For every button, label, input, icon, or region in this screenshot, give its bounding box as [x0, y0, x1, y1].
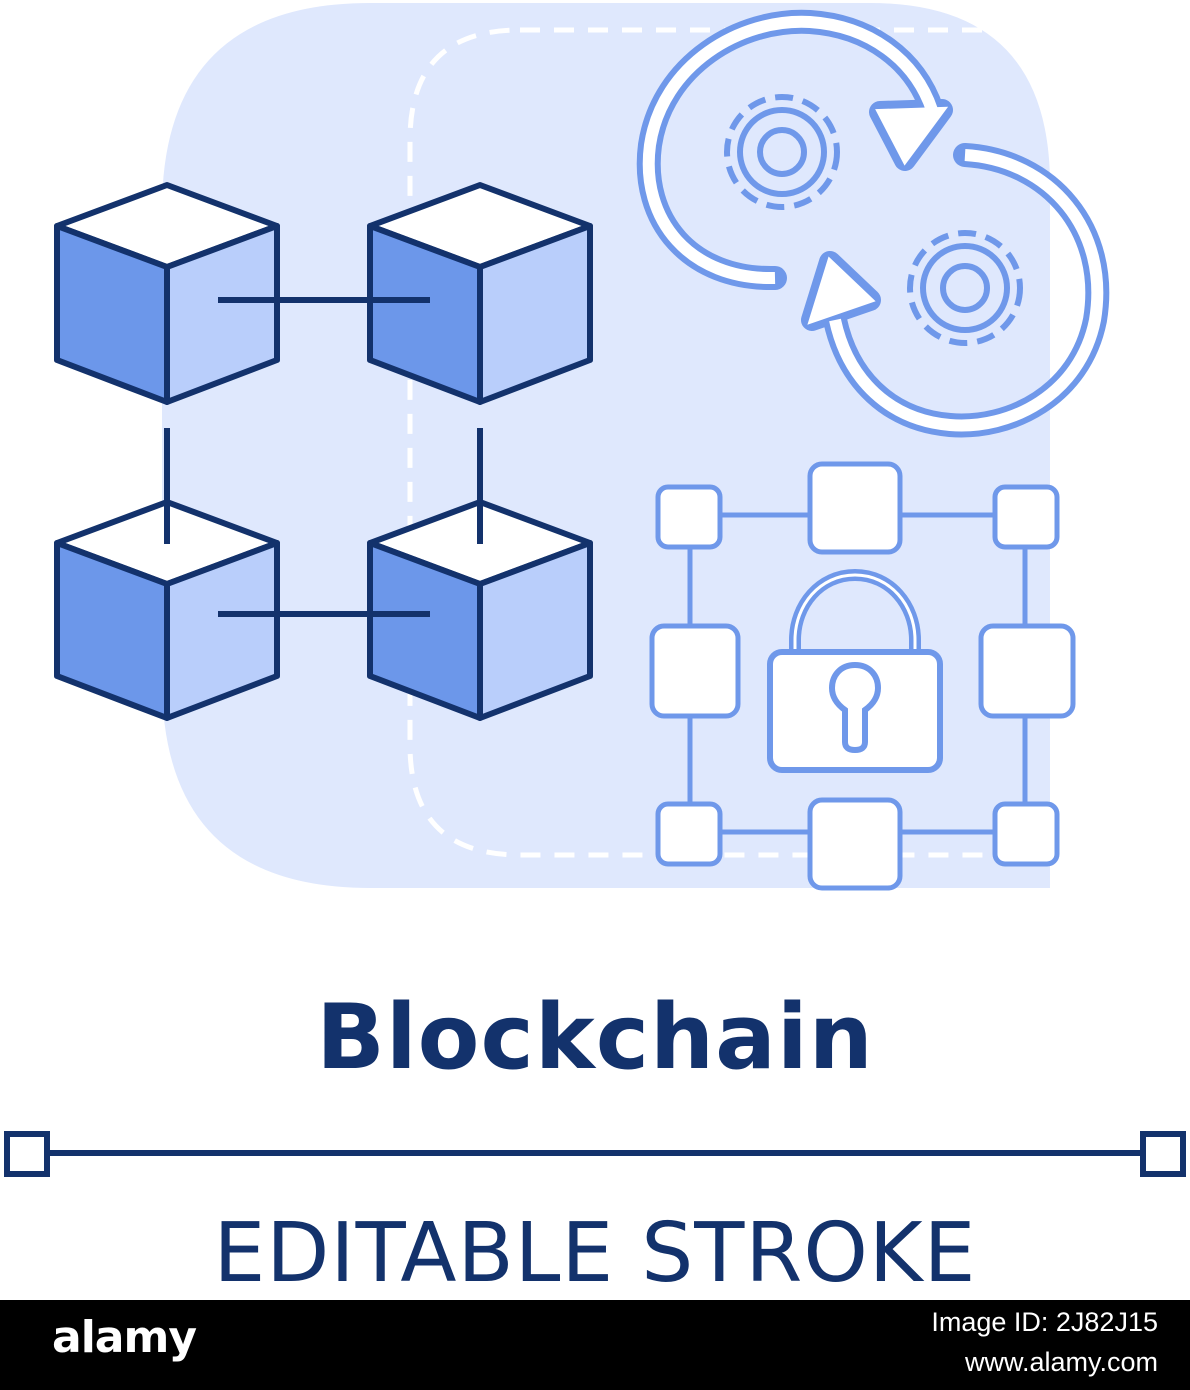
- lock-icon: [767, 568, 943, 773]
- site-url-text[interactable]: www.alamy.com: [964, 1347, 1158, 1377]
- gear-icon: [724, 94, 840, 210]
- secure-network-icon: [649, 461, 1076, 891]
- blockchain-illustration: [4, 3, 1186, 1177]
- block-cube-icon: [54, 182, 280, 405]
- sync-gears-inner: [642, 15, 1104, 432]
- image-id-text: Image ID: 2J82J15: [931, 1307, 1158, 1337]
- blocks-group: [54, 182, 593, 721]
- block-cube-icon: [367, 182, 593, 405]
- gear-icon: [907, 230, 1023, 346]
- alamy-logo: alamy: [52, 1312, 197, 1363]
- illustration-subtitle: EDITABLE STROKE: [213, 1206, 977, 1301]
- stock-footer-bar: [0, 1300, 1190, 1390]
- editable-stroke-divider: [4, 1131, 1186, 1177]
- stroke-handle-left: [4, 1131, 50, 1177]
- dashed-frame: [407, 27, 1118, 858]
- illustration-title: Blockchain: [316, 985, 874, 1090]
- stroke-handle-right: [1140, 1131, 1186, 1177]
